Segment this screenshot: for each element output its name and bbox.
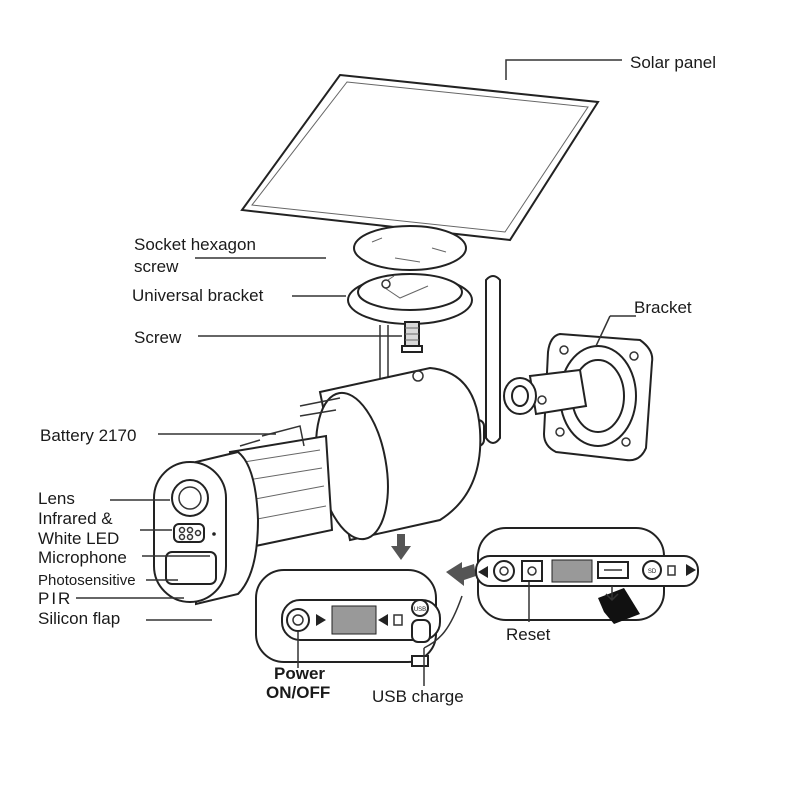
label-power-line2: ON/OFF <box>266 683 330 702</box>
reset-button <box>521 560 543 582</box>
label-socket-hexagon-line2: screw <box>134 257 179 276</box>
bracket-posts <box>379 325 389 380</box>
bottom-panel-right: SD <box>475 527 699 624</box>
arrow-right-icon <box>316 614 326 626</box>
label-silicon-flap: Silicon flap <box>38 609 120 628</box>
usb-port-text: USB <box>414 607 426 613</box>
label-photosensitive: Photosensitive <box>38 572 136 589</box>
leader-lines <box>76 59 636 686</box>
usb-port-icon <box>411 599 429 617</box>
label-infrared-line2: White LED <box>38 529 119 548</box>
label-socket-hexagon-line1: Socket hexagon <box>134 235 256 254</box>
label-microphone: Microphone <box>38 548 127 567</box>
label-bracket: Bracket <box>634 298 692 317</box>
universal-bracket <box>347 273 473 325</box>
label-infrared-line1: Infrared & <box>38 509 113 528</box>
label-screw: Screw <box>134 328 182 347</box>
power-button-icon <box>286 608 310 632</box>
label-power-line1: Power <box>274 664 325 683</box>
label-universal-bracket: Universal bracket <box>132 286 264 305</box>
label-pir: PIR <box>38 589 72 608</box>
label-usb-charge: USB charge <box>372 687 464 706</box>
labels: Solar panel Socket hexagon screw Univers… <box>38 53 716 706</box>
camera-body <box>153 366 482 606</box>
label-solar-panel: Solar panel <box>630 53 716 72</box>
socket-hexagon-screw <box>353 225 467 271</box>
screw-part <box>401 321 423 353</box>
sd-chip-text: SD <box>648 569 657 575</box>
solar-panel <box>240 73 600 242</box>
wall-bracket <box>503 332 654 462</box>
label-battery: Battery 2170 <box>40 426 136 445</box>
label-lens: Lens <box>38 489 75 508</box>
label-reset: Reset <box>506 625 551 644</box>
down-arrow <box>391 534 411 560</box>
lock-icon <box>393 614 403 626</box>
right-arrow <box>446 562 476 586</box>
bottom-panel-left: USB <box>255 569 463 667</box>
